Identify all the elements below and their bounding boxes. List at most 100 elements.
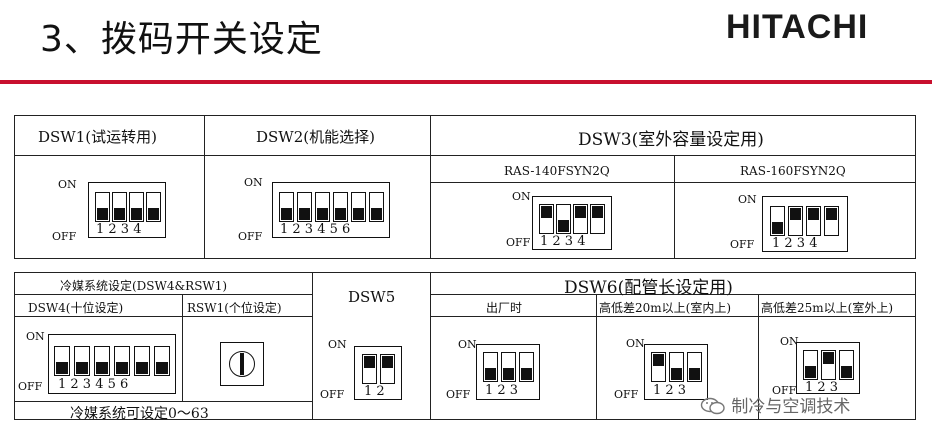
dsw6-outdoor-up: 高低差25m以上(室外上) (761, 301, 894, 315)
top-table-col-2 (430, 115, 431, 259)
dsw5-numbers: 1 2 (364, 384, 385, 399)
dsw3a-off-label: OFF (506, 236, 531, 249)
dsw2-bit-5-knob (353, 208, 364, 220)
dsw3-model-a: RAS-140FSYN2Q (504, 164, 610, 178)
dsw2-bit-6-knob (371, 208, 382, 220)
dsw6a-bit-1-knob (485, 368, 496, 380)
dsw1-bit-3 (129, 192, 144, 222)
dsw6b-bit-3 (687, 352, 702, 382)
wechat-icon (700, 397, 726, 415)
rsw1-pointer (240, 353, 244, 375)
dsw1-on-label: ON (58, 178, 77, 191)
refrigerant-header-line (14, 294, 312, 295)
dsw4-bit-4 (114, 346, 130, 376)
dsw1-header: DSW1(试运转用) (38, 128, 157, 146)
dsw4-bit-6 (154, 346, 170, 376)
dsw3b-bit-1-knob (772, 222, 783, 234)
dsw3a-bit-3 (573, 204, 588, 234)
dsw5-on-label: ON (328, 338, 347, 351)
watermark-text: 制冷与空调技术 (731, 397, 851, 417)
top-table-col-1 (204, 115, 205, 259)
dsw6a-bit-1 (483, 352, 498, 382)
dsw6b-numbers: 1 2 3 (653, 383, 687, 398)
dsw3b-bit-1 (770, 206, 785, 236)
dsw3-model-b: RAS-160FSYN2Q (740, 164, 846, 178)
range-note-line (14, 401, 312, 402)
dsw2-bit-3 (315, 192, 330, 222)
dsw6-header: DSW6(配管长设定用) (564, 278, 733, 298)
dsw6a-bit-2 (501, 352, 516, 382)
dsw5-bit-2 (380, 354, 395, 384)
dsw4-bit-4-knob (116, 362, 128, 374)
dsw4-bit-2-knob (76, 362, 88, 374)
dsw2-bit-2 (297, 192, 312, 222)
top-table-header-line (14, 155, 916, 156)
wechat-icon-svg (700, 397, 725, 415)
dsw4-bit-5-knob (136, 362, 148, 374)
dsw6c-bit-2 (821, 350, 836, 380)
dsw1-numbers: 1 2 3 4 (96, 222, 142, 237)
dsw6a-bit-3 (519, 352, 534, 382)
dsw6a-off-label: OFF (446, 388, 471, 401)
dsw6b-bit-3-knob (689, 368, 700, 380)
watermark: 制冷与空调技术 (700, 392, 850, 417)
dsw3a-bit-4 (590, 204, 605, 234)
dsw3-col-split (674, 155, 675, 259)
dsw2-bit-2-knob (299, 208, 310, 220)
dsw3b-bit-3 (806, 206, 821, 236)
dsw6c-bit-1-knob (805, 366, 816, 378)
top-table (14, 115, 916, 259)
dsw2-bit-5 (351, 192, 366, 222)
dsw5-bit-1-knob (364, 356, 375, 368)
dsw6c-bit-3 (839, 350, 854, 380)
dsw6c-bit-3-knob (841, 366, 852, 378)
dsw2-header: DSW2(机能选择) (256, 128, 375, 146)
refrigerant-header: 冷媒系统设定(DSW4&RSW1) (60, 279, 228, 293)
dsw1-bit-4 (146, 192, 161, 222)
dsw2-bit-1 (279, 192, 294, 222)
dsw6c-on-label: ON (780, 335, 799, 348)
dsw6c-bit-1 (803, 350, 818, 380)
dsw3a-bit-3-knob (575, 206, 586, 218)
dsw3a-bit-2 (556, 204, 571, 234)
brand-logo: HITACHI (726, 8, 869, 46)
dsw2-on-label: ON (244, 176, 263, 189)
dsw2-bit-4-knob (335, 208, 346, 220)
dsw2-bit-4 (333, 192, 348, 222)
dsw3b-bit-2-knob (790, 208, 801, 220)
dsw6b-on-label: ON (626, 337, 645, 350)
bottom-col-rsw1 (182, 294, 183, 401)
dsw6-indoor-up: 高低差20m以上(室内上) (599, 301, 732, 315)
dsw6a-bit-3-knob (521, 368, 532, 380)
dsw6-factory: 出厂时 (486, 301, 523, 315)
dsw1-bit-1-knob (97, 208, 108, 220)
dsw5-bit-1 (362, 354, 377, 384)
dsw4-bit-3-knob (96, 362, 108, 374)
dsw3a-numbers: 1 2 3 4 (540, 234, 586, 249)
dsw3a-bit-4-knob (592, 206, 603, 218)
dsw6a-numbers: 1 2 3 (485, 383, 519, 398)
dsw4-header: DSW4(十位设定) (28, 301, 124, 315)
dsw2-bit-6 (369, 192, 384, 222)
bottom-table (14, 272, 916, 420)
dsw3a-bit-1 (539, 204, 554, 234)
dsw6-col-2 (596, 294, 597, 420)
dsw3b-bit-3-knob (808, 208, 819, 220)
dsw4-numbers: 1 2 3 4 5 6 (58, 377, 129, 392)
dsw3b-bit-4-knob (826, 208, 837, 220)
dsw4-bit-2 (74, 346, 90, 376)
dsw2-bit-1-knob (281, 208, 292, 220)
dsw2-off-label: OFF (238, 230, 263, 243)
dsw4-bit-1-knob (56, 362, 68, 374)
dsw1-off-label: OFF (52, 230, 77, 243)
range-note: 冷媒系统可设定0～63 (70, 406, 209, 422)
dsw4-bit-6-knob (156, 362, 168, 374)
dsw6b-off-label: OFF (614, 388, 639, 401)
dsw4-bit-5 (134, 346, 150, 376)
rsw1-rotary-switch (220, 342, 264, 386)
dsw3a-on-label: ON (512, 190, 531, 203)
dsw3b-on-label: ON (738, 193, 757, 206)
dsw6c-numbers: 1 2 3 (805, 380, 839, 395)
dsw5-bit-2-knob (382, 356, 393, 368)
dsw3-header: DSW3(室外容量设定用) (578, 130, 764, 150)
